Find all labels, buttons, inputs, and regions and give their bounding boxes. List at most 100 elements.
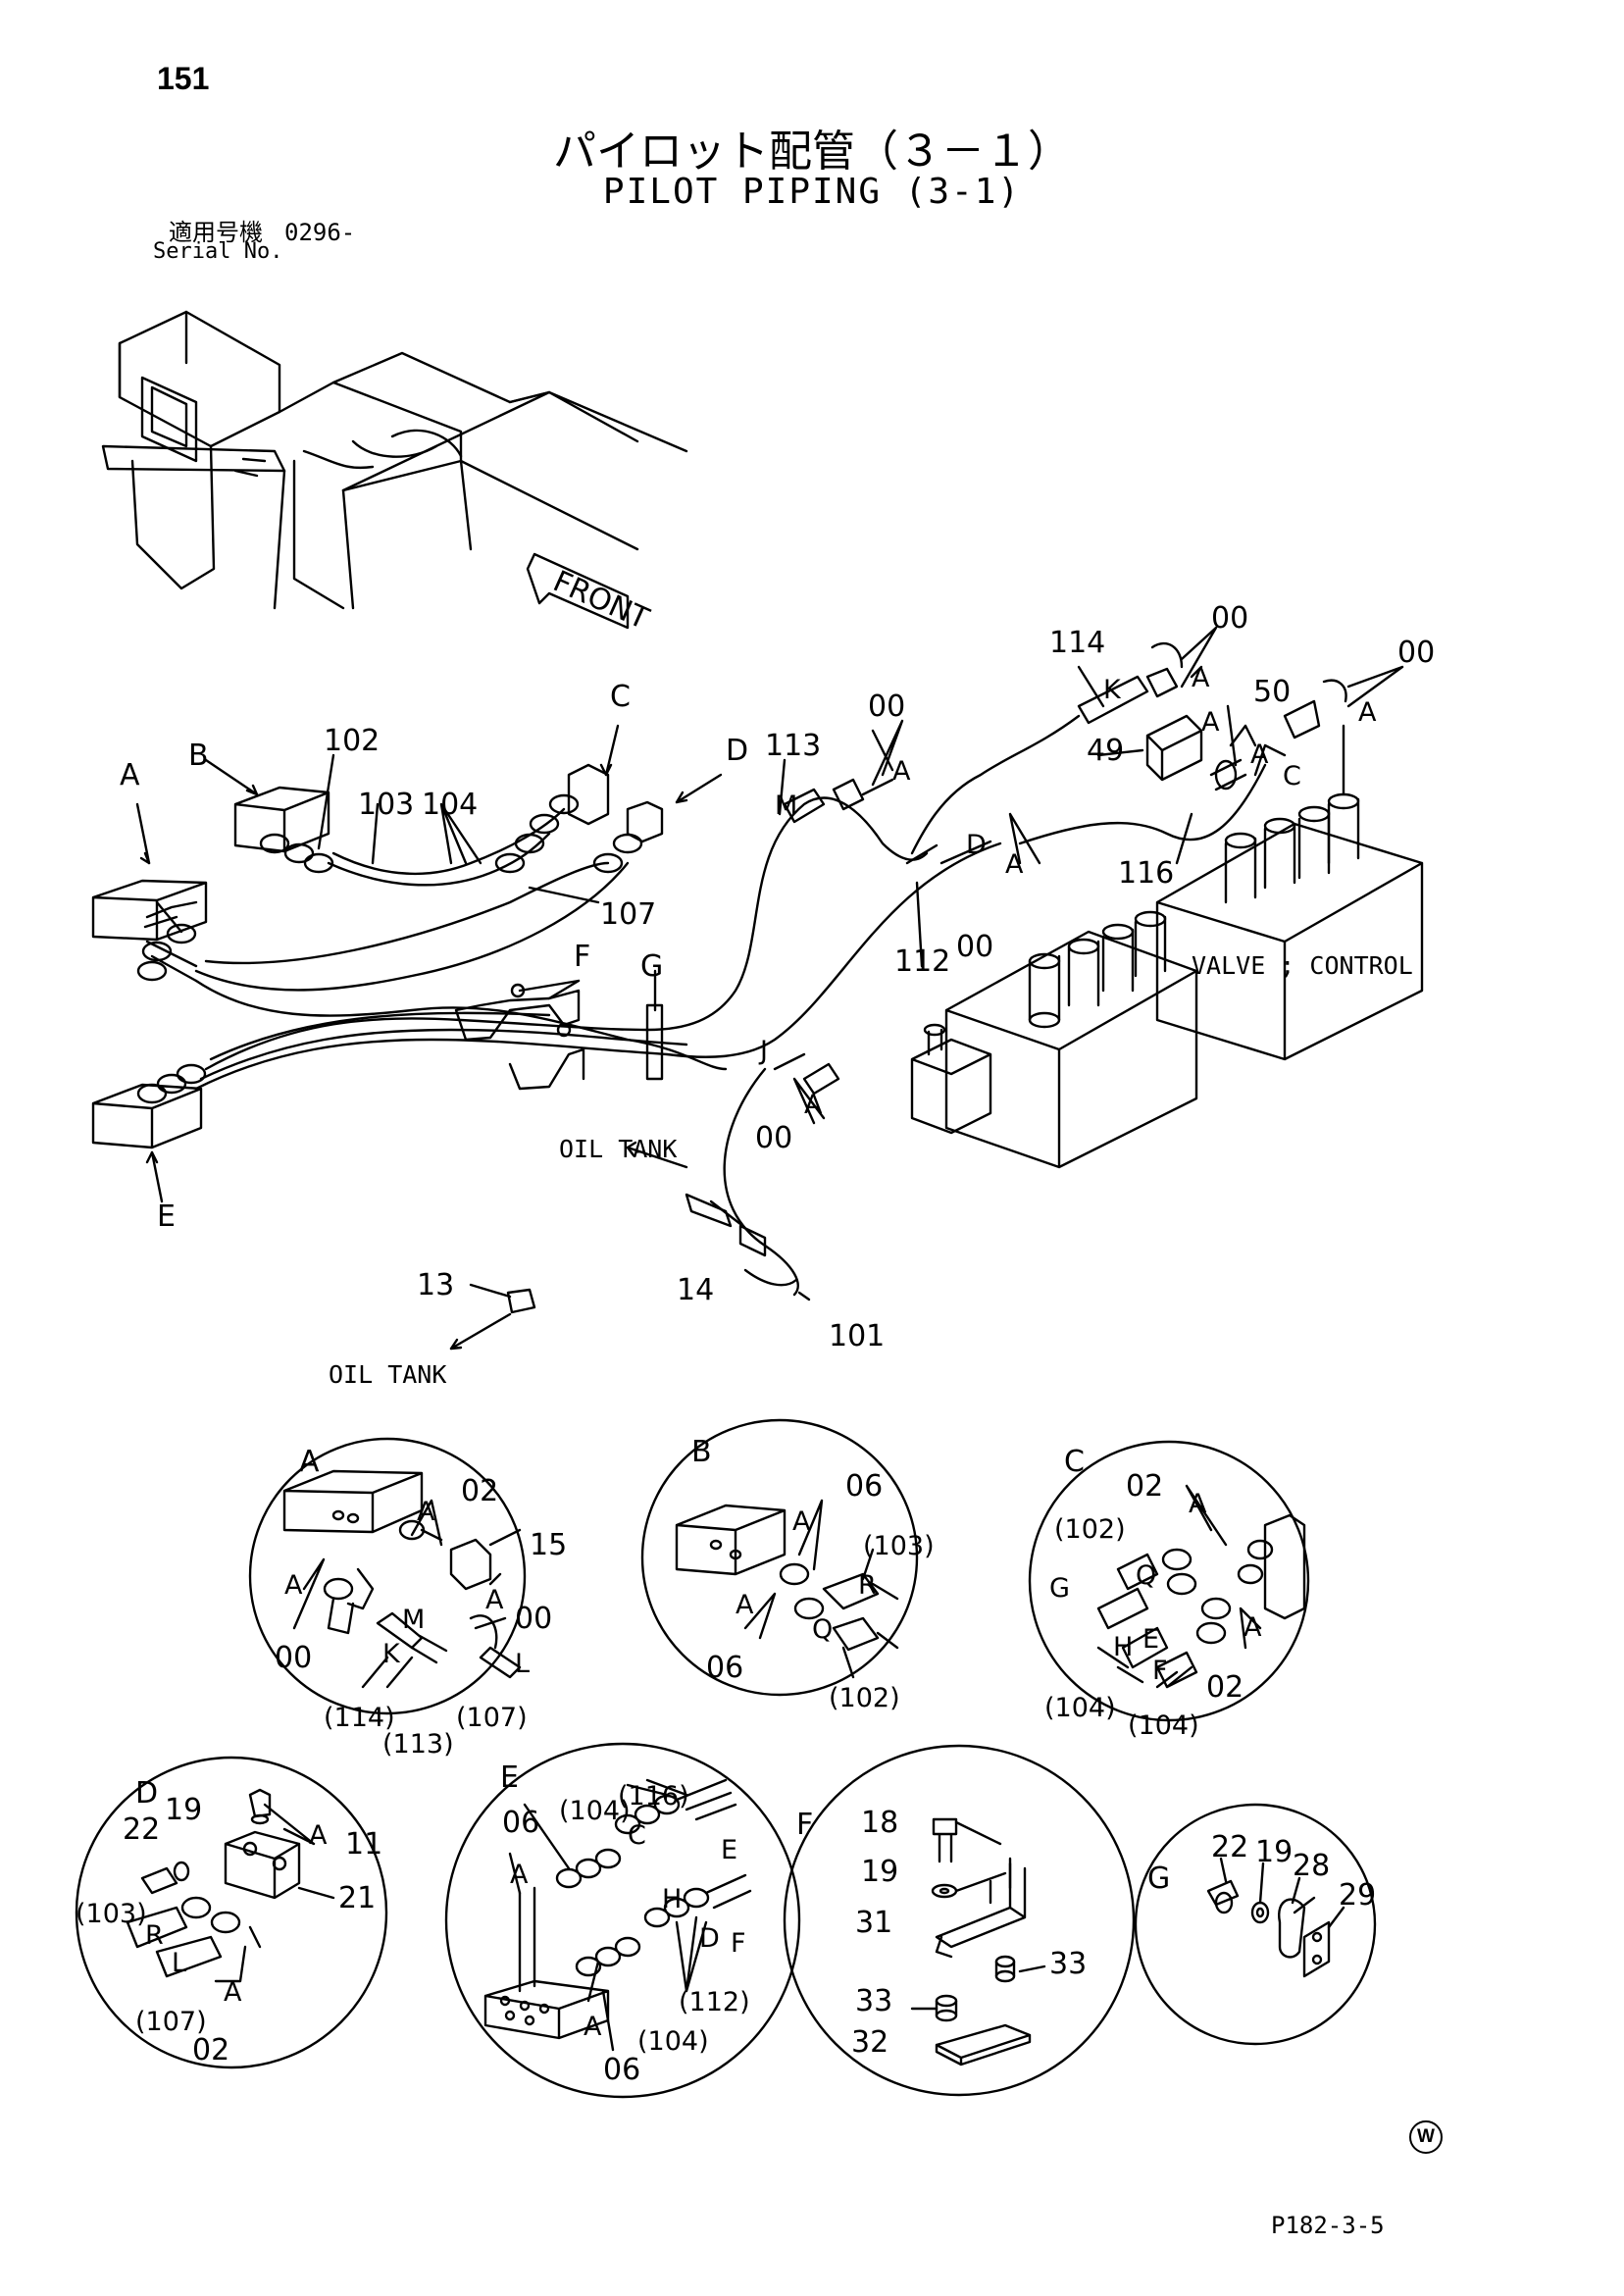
- detail-circle-f: [783, 1744, 1136, 2097]
- detail-f-32: 32: [851, 2025, 888, 2060]
- upper-right-fittings: [506, 641, 1347, 1314]
- detail-e-a2: A: [584, 2012, 602, 2042]
- detail-g-29: 29: [1339, 1878, 1376, 1913]
- serial-label-jp-text: 適用号機: [169, 219, 263, 246]
- detail-circle-b: [640, 1418, 919, 1697]
- front-label: FRONT: [548, 564, 654, 637]
- detail-c-a2: A: [1243, 1612, 1262, 1643]
- detail-c-102: (102): [1054, 1514, 1126, 1545]
- detail-g-labels: G 22 19 28 29: [1147, 1830, 1376, 1913]
- label-a-3: A: [1250, 740, 1269, 770]
- machine-overview-illustration: [101, 310, 688, 630]
- detail-b-103: (103): [863, 1531, 935, 1561]
- control-valve: [910, 724, 1424, 1169]
- detail-a-parts: [282, 1469, 522, 1689]
- label-a-2: A: [1201, 707, 1220, 738]
- page-title-japanese: パイロット配管（３－１）: [553, 127, 1071, 177]
- detail-e-f: F: [731, 1928, 746, 1959]
- view-a-callout: A: [120, 758, 140, 792]
- detail-b-title: B: [691, 1435, 712, 1469]
- detail-f-31: 31: [855, 1906, 892, 1940]
- detail-b-parts: [675, 1499, 899, 1679]
- detail-circle-a: [248, 1437, 527, 1715]
- page-number: 151: [157, 61, 210, 96]
- detail-e-06-bottom: 06: [603, 2053, 640, 2087]
- detail-d-labels: D 19 22 11 21 A A (103) R L (107) 02: [76, 1776, 382, 2067]
- detail-circle-g: [1134, 1803, 1377, 2046]
- detail-a-113: (113): [382, 1729, 454, 1760]
- detail-d-parts: [126, 1788, 335, 1983]
- detail-d-a1: A: [309, 1820, 328, 1851]
- detail-b-06-top: 06: [845, 1469, 883, 1504]
- detail-g-title: G: [1147, 1862, 1170, 1896]
- leader-lines: [135, 626, 1404, 1351]
- detail-d-11: 11: [345, 1827, 382, 1862]
- detail-c-f: F: [1152, 1656, 1168, 1686]
- part-00-top: 00: [1211, 601, 1248, 636]
- detail-a-02: 02: [461, 1474, 498, 1508]
- detail-circle-c: [1028, 1440, 1310, 1722]
- reference-code: P182-3-5: [1271, 2212, 1385, 2239]
- part-104: 104: [422, 788, 478, 822]
- detail-f-19: 19: [861, 1855, 898, 1889]
- detail-c-104-right: (104): [1128, 1710, 1199, 1741]
- serial-label-english: Serial No.: [153, 239, 283, 264]
- detail-a-00-right: 00: [515, 1602, 552, 1636]
- part-13: 13: [417, 1268, 454, 1302]
- detail-d-21: 21: [338, 1881, 376, 1915]
- detail-e-116: (116): [618, 1781, 689, 1811]
- part-49: 49: [1087, 734, 1124, 768]
- detail-f-33-right: 33: [1049, 1947, 1087, 1981]
- view-e-callout: E: [157, 1199, 176, 1234]
- detail-g-19: 19: [1255, 1835, 1293, 1869]
- part-101: 101: [829, 1319, 885, 1353]
- detail-e-112: (112): [679, 1987, 750, 2017]
- part-00-right: 00: [1397, 636, 1435, 670]
- part-00-upper: 00: [868, 689, 905, 724]
- detail-c-02-bottom: 02: [1206, 1670, 1243, 1705]
- pilot-hose-bundle: [194, 714, 1267, 1297]
- part-114: 114: [1049, 626, 1105, 660]
- detail-a-title: A: [299, 1445, 320, 1479]
- hose-clamps: [454, 983, 664, 1091]
- detail-c-h: H: [1113, 1632, 1133, 1662]
- detail-a-labels: A 02 15 00 00 A A A M K L (114) (113) (1…: [275, 1445, 567, 1760]
- detail-c-q: Q: [1136, 1560, 1156, 1591]
- detail-f-title: F: [796, 1808, 813, 1842]
- detail-c-g: G: [1049, 1573, 1070, 1604]
- detail-b-q: Q: [812, 1614, 833, 1645]
- detail-c-104-left: (104): [1044, 1693, 1116, 1723]
- detail-c-02-top: 02: [1126, 1469, 1163, 1504]
- detail-a-15: 15: [530, 1528, 567, 1562]
- page-title-english: PILOT PIPING (3-1): [602, 172, 1022, 212]
- detail-e-c: C: [628, 1820, 646, 1851]
- detail-d-22: 22: [123, 1812, 160, 1847]
- label-a-4: A: [1358, 697, 1377, 728]
- label-d: D: [966, 830, 987, 860]
- oil-tank-label-lower: OIL TANK: [329, 1360, 446, 1389]
- part-00-middle: 00: [956, 930, 993, 964]
- detail-e-parts: [483, 1778, 752, 2052]
- detail-a-a2: A: [417, 1497, 435, 1527]
- detail-d-r: R: [145, 1920, 164, 1951]
- detail-a-k: K: [382, 1639, 401, 1669]
- detail-e-104-top: (104): [559, 1796, 631, 1826]
- detail-circle-e: [444, 1742, 801, 2099]
- detail-f-18: 18: [861, 1806, 898, 1840]
- part-102: 102: [324, 724, 380, 758]
- detail-b-r: R: [858, 1570, 877, 1601]
- view-f-callout: F: [574, 940, 590, 974]
- detail-b-labels: B 06 06 A A (103) R Q (102): [691, 1435, 935, 1713]
- detail-circle-d: [75, 1756, 388, 2069]
- part-116: 116: [1118, 856, 1174, 891]
- part-14: 14: [677, 1273, 714, 1307]
- detail-e-labels: E 06 06 (104) (116) C E H D F (112) (104…: [500, 1760, 750, 2087]
- detail-a-107: (107): [456, 1703, 528, 1733]
- label-a-7: A: [804, 1090, 823, 1120]
- oil-tank-label-upper: OIL TANK: [559, 1135, 677, 1163]
- detail-a-a3: A: [485, 1585, 504, 1615]
- view-d-callout: D: [726, 734, 748, 768]
- detail-d-a2: A: [224, 1977, 242, 2008]
